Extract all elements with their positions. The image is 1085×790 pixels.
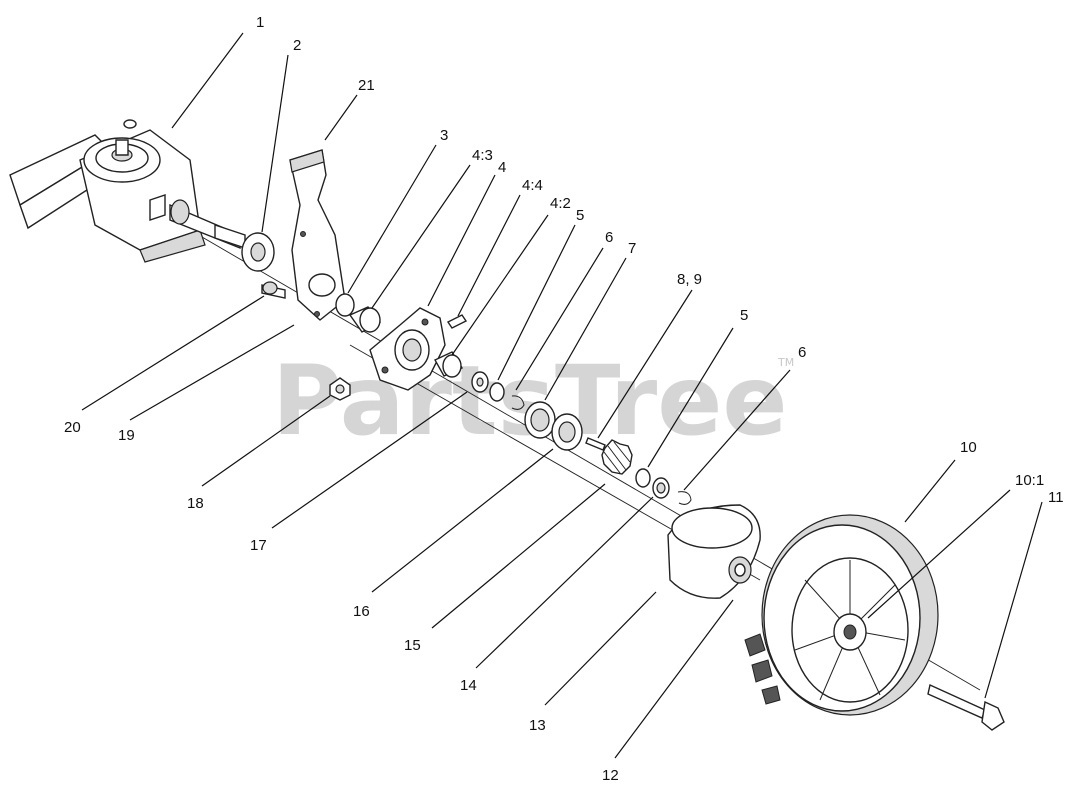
part-key-8-9[interactable] [585,437,606,451]
callout-1: 1 [256,14,264,31]
callout-5b: 5 [740,307,748,324]
callout-6a: 6 [605,229,613,246]
part-bracket-21[interactable] [289,149,346,321]
callout-labels: 1 2 21 3 4:3 4 4:4 4:2 5 6 7 8, 9 5 6 10… [64,14,1064,784]
callout-10: 10 [960,439,977,456]
callout-15: 15 [404,637,421,654]
callout-4-4: 4:4 [522,177,543,194]
callout-14: 14 [460,677,477,694]
part-washer-5a[interactable] [489,382,505,402]
part-wheel-cover-13[interactable] [667,504,761,599]
callout-6b: 6 [798,344,806,361]
part-washer-5b[interactable] [635,468,651,488]
part-bushing-4-2[interactable] [434,351,464,378]
watermark-trademark: TM [777,356,794,369]
part-washer-17[interactable] [471,371,489,393]
part-race-16[interactable] [551,413,583,451]
callout-7: 7 [628,240,636,257]
callout-3: 3 [440,127,448,144]
callout-20: 20 [64,419,81,436]
part-fitting-4-4[interactable] [446,314,468,329]
part-pinion-gear-15[interactable] [601,439,633,475]
watermark-text: PartsTree [272,345,787,457]
part-bushing-4-3[interactable] [348,306,382,333]
callout-21: 21 [358,77,375,94]
part-clip-6a[interactable] [511,395,525,410]
callout-18: 18 [187,495,204,512]
callout-19: 19 [118,427,135,444]
part-washer-2[interactable] [241,232,275,272]
part-spacer-14[interactable] [652,477,670,499]
part-wheel-10[interactable] [744,514,939,716]
callout-2: 2 [293,37,301,54]
callout-13: 13 [529,717,546,734]
part-axle-bolt-11[interactable] [927,684,1005,731]
part-transmission[interactable] [9,119,246,263]
callout-16: 16 [353,603,370,620]
callout-4: 4 [498,159,506,176]
part-gear-case-4[interactable] [369,307,446,391]
part-bolt-20[interactable] [261,281,286,299]
callout-8-9: 8, 9 [677,271,702,288]
part-ring-3[interactable] [335,293,355,317]
callout-4-3: 4:3 [472,147,493,164]
part-clip-6b[interactable] [677,491,692,505]
part-bearing-7[interactable] [524,401,556,439]
callout-17: 17 [250,537,267,554]
leader-lines [81,32,1043,759]
callout-5a: 5 [576,207,584,224]
callout-10-1: 10:1 [1015,472,1044,489]
callout-12: 12 [602,767,619,784]
callout-11: 11 [1048,489,1064,506]
callout-4-2: 4:2 [550,195,571,212]
part-nut-18[interactable] [329,377,351,401]
